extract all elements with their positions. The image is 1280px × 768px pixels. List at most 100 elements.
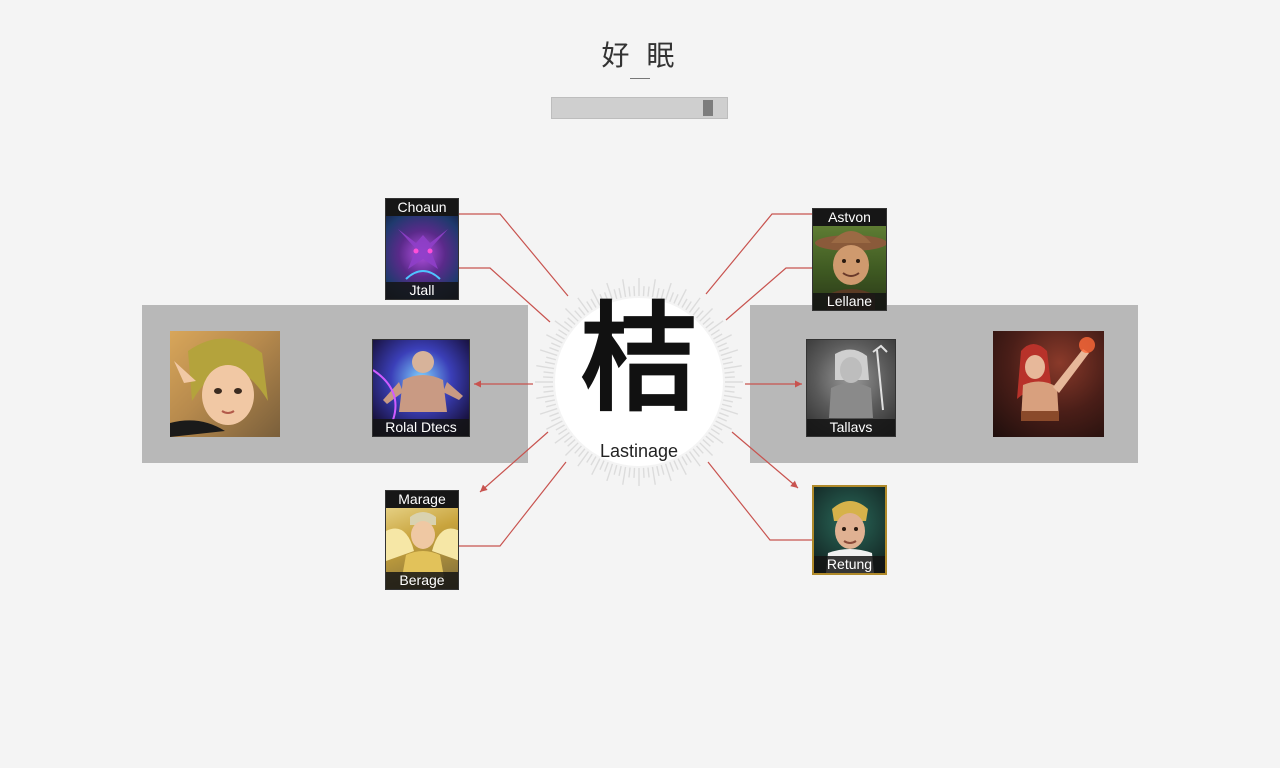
burst-tick <box>721 403 732 408</box>
burst-tick <box>563 321 573 329</box>
burst-tick <box>708 320 724 333</box>
node-top-right[interactable]: Astvon Lellane <box>812 208 887 311</box>
node-bottom-right[interactable]: Retung <box>812 485 887 575</box>
burst-tick <box>567 439 576 447</box>
node-bottom-left[interactable]: Marage Berage <box>385 490 459 590</box>
hub-label: Lastinage <box>599 441 679 461</box>
burst-tick <box>564 307 579 322</box>
link-top-right-a <box>705 213 812 295</box>
burst-tick <box>688 451 701 467</box>
burst-tick <box>546 420 563 430</box>
burst-tick <box>673 294 679 304</box>
burst-tick <box>651 466 656 485</box>
burst-tick <box>713 424 723 431</box>
node-top-label: Choaun <box>386 199 458 216</box>
burst-tick <box>705 321 715 329</box>
burst-tick <box>633 286 636 297</box>
burst-tick <box>554 431 570 444</box>
burst-tick <box>549 346 559 352</box>
burst-tick <box>606 463 614 482</box>
burst-tick <box>702 317 711 325</box>
burst-tick <box>710 428 720 435</box>
burst-tick <box>660 289 665 300</box>
burst-tick <box>603 462 609 472</box>
burst-tick <box>599 460 605 470</box>
burst-tick <box>591 289 601 306</box>
burst-tick <box>715 334 732 344</box>
burst-tick <box>692 448 700 458</box>
burst-tick <box>717 342 727 348</box>
burst-tick <box>724 371 735 374</box>
burst-tick <box>577 451 590 467</box>
burst-tick <box>555 424 565 431</box>
burst-tick <box>677 458 687 475</box>
page-title: 好 眠 <box>601 39 679 72</box>
burst-tick <box>724 390 735 393</box>
burst-tick <box>647 286 650 297</box>
burst-tick <box>554 320 570 333</box>
burst-tick <box>628 286 631 297</box>
node-mid-left[interactable]: Rolal Dtecs <box>372 339 470 437</box>
node-bottom-label: Berage <box>386 572 458 589</box>
burst-tick <box>699 442 714 457</box>
node-bottom-label: Rolal Dtecs <box>373 419 469 436</box>
hero-portrait-icon <box>373 351 463 421</box>
burst-tick <box>590 298 597 308</box>
node-bottom-label: Lellane <box>813 293 886 310</box>
burst-tick <box>567 317 576 325</box>
burst-tick <box>539 407 558 415</box>
progress-handle[interactable] <box>703 100 713 116</box>
burst-tick <box>710 329 720 336</box>
burst-tick <box>713 333 723 340</box>
burst-tick <box>723 394 742 399</box>
burst-tick <box>555 333 565 340</box>
burst-tick <box>692 306 700 316</box>
node-top-label: Astvon <box>813 209 886 226</box>
burst-tick <box>543 390 554 393</box>
portrait-far-left[interactable] <box>170 331 280 437</box>
burst-tick <box>688 297 701 313</box>
burst-tick <box>590 456 597 466</box>
portrait-far-right[interactable] <box>993 331 1104 437</box>
burst-tick <box>696 310 704 319</box>
burst-tick <box>715 420 732 430</box>
burst-tick <box>606 282 614 301</box>
node-top-left[interactable]: Choaun Jtall <box>385 198 459 300</box>
central-hub[interactable]: 桔 Lastinage <box>533 276 745 488</box>
burst-tick <box>622 279 627 298</box>
burst-tick <box>618 465 622 477</box>
burst-tick <box>543 385 554 388</box>
burst-tick <box>591 458 601 475</box>
burst-tick <box>558 428 568 435</box>
burst-tick <box>685 453 692 463</box>
angel-portrait-icon <box>386 512 458 577</box>
burst-tick <box>681 298 688 308</box>
burst-tick <box>558 329 568 336</box>
burst-tick <box>543 371 554 374</box>
burst-tick <box>719 412 729 418</box>
burst-tick <box>724 376 735 379</box>
burst-tick <box>717 416 727 422</box>
hub-glyph: 桔 <box>579 290 698 428</box>
node-mid-right[interactable]: Tallavs <box>806 339 896 437</box>
hub-circle <box>555 298 723 466</box>
elf-portrait-icon <box>170 338 268 437</box>
progress-bar[interactable] <box>551 97 728 119</box>
link-top-left-a <box>459 213 569 297</box>
node-bottom-label: Jtall <box>386 282 458 299</box>
burst-tick <box>720 349 739 357</box>
burst-tick <box>651 279 656 298</box>
burst-tick <box>722 361 734 365</box>
burst-tick <box>603 292 609 302</box>
burst-tick <box>696 445 704 454</box>
burst-tick <box>685 301 692 311</box>
burst-tick <box>724 385 735 388</box>
burst-tick <box>677 289 687 306</box>
burst-tick <box>613 464 618 475</box>
burst-tick <box>546 403 557 408</box>
burst-tick <box>578 306 586 316</box>
link-bottom-left-a <box>479 431 549 493</box>
burst-tick <box>669 462 675 472</box>
link-top-left-b <box>459 267 551 323</box>
